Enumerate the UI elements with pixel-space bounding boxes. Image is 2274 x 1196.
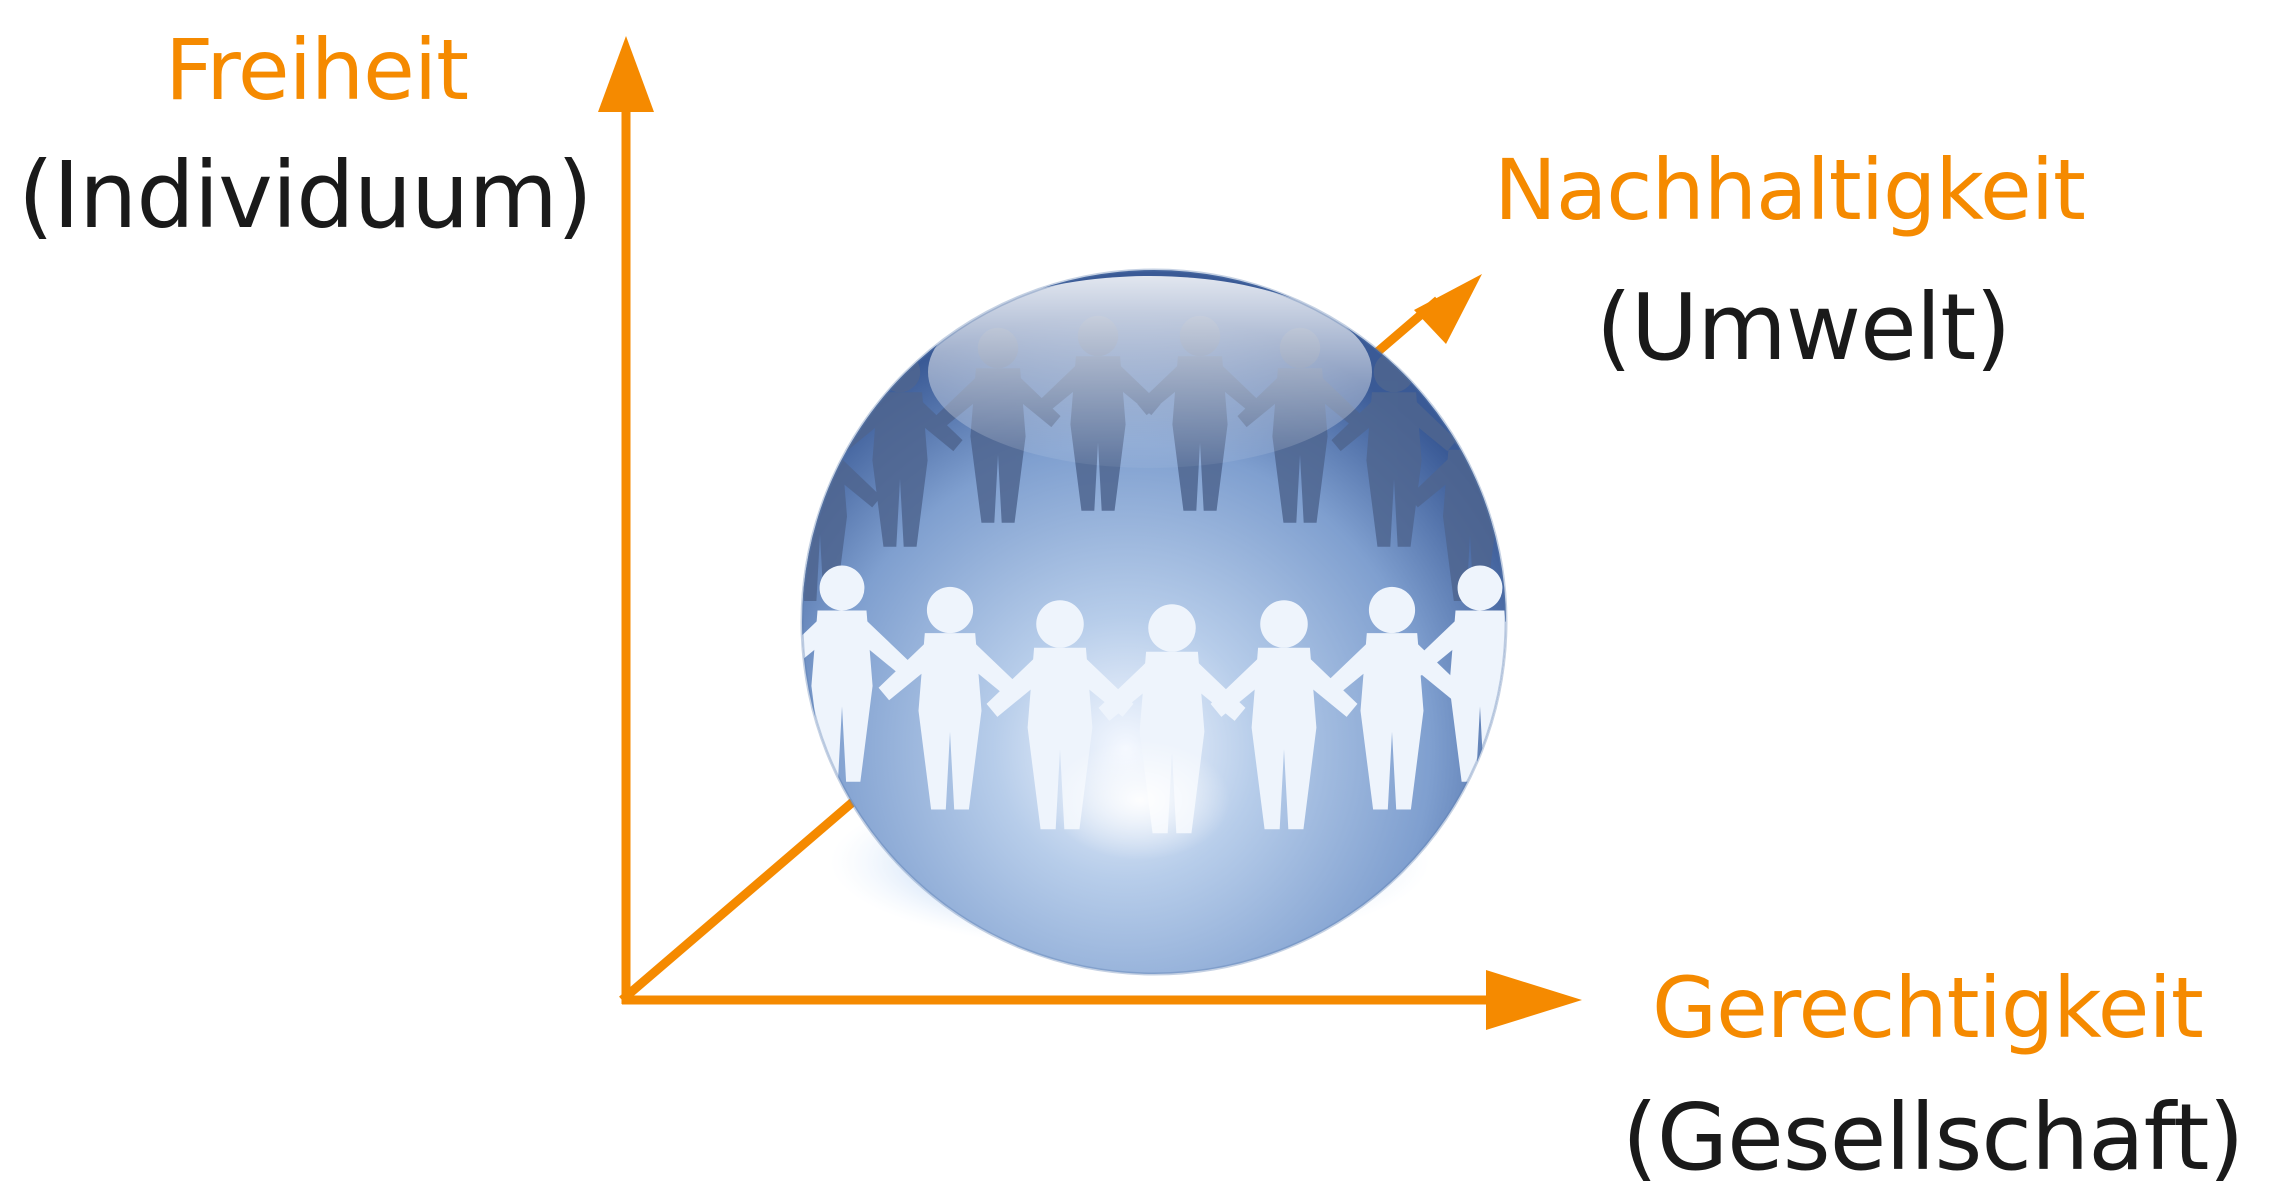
axis-arrowheads xyxy=(598,36,1582,1030)
horizontal-axis-title: Gerechtigkeit xyxy=(1652,959,2204,1057)
horizontal-axis-subtitle: (Gesellschaft) xyxy=(1622,1084,2244,1191)
globe-of-people-holding-hands-icon xyxy=(800,268,1508,976)
globe-gloss xyxy=(928,276,1372,468)
vertical-axis-title: Freiheit xyxy=(165,21,469,119)
horizontal-arrowhead-icon xyxy=(1486,970,1582,1030)
depth-axis-title: Nachhaltigkeit xyxy=(1494,141,2086,239)
vertical-arrowhead-icon xyxy=(598,36,654,112)
depth-axis-subtitle: (Umwelt) xyxy=(1596,274,2011,381)
depth-arrowhead-icon xyxy=(1414,274,1482,344)
vertical-axis-subtitle: (Individuum) xyxy=(18,142,593,249)
